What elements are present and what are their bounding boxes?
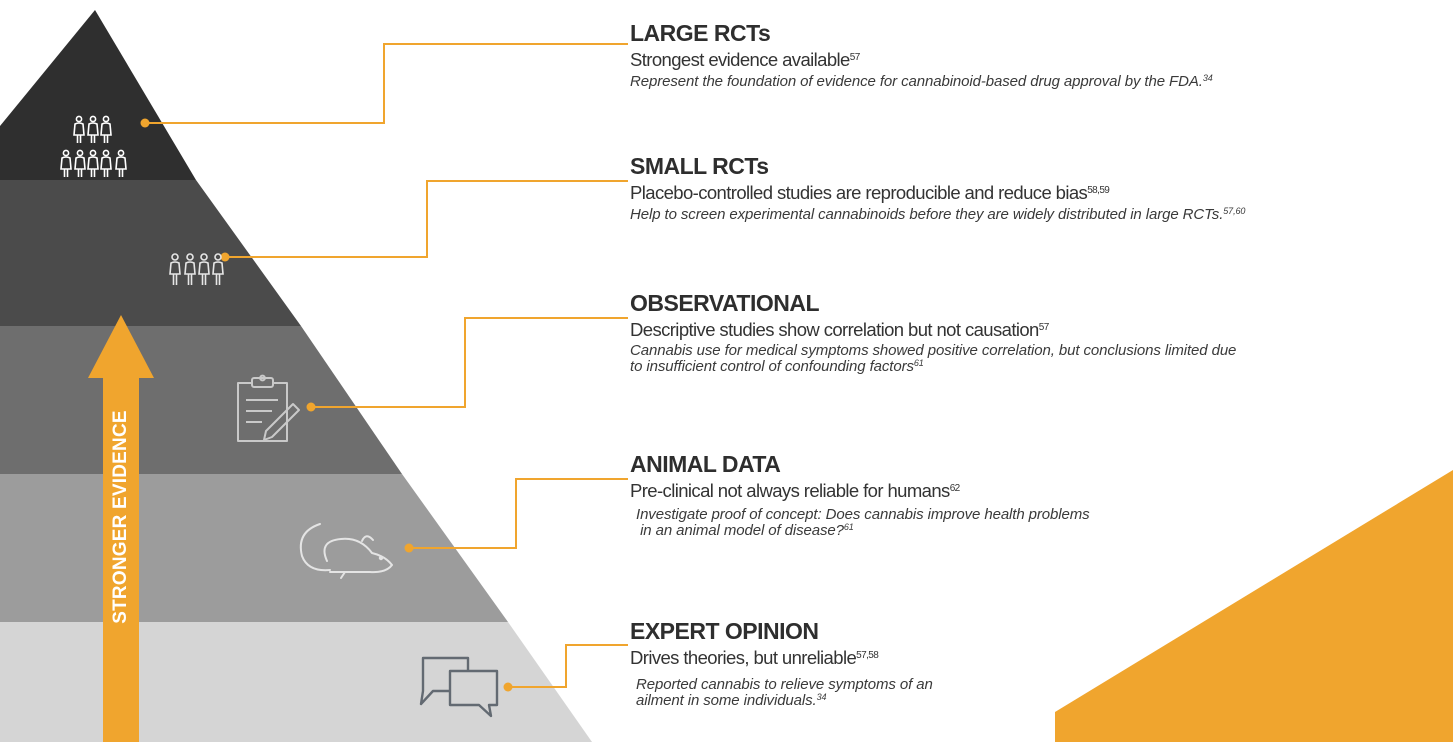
connector-dot-observational bbox=[306, 402, 316, 412]
speech-bubbles-icon bbox=[419, 656, 499, 718]
tier-band-expert-opinion bbox=[0, 622, 592, 742]
tier-subtitle: Drives theories, but unreliable57,58 bbox=[630, 647, 879, 668]
connector-expert-opinion bbox=[508, 644, 628, 688]
connector-dot-large-rcts bbox=[140, 118, 150, 128]
tier-title: SMALL RCTs bbox=[630, 153, 769, 179]
tier-band-large-rcts bbox=[0, 10, 196, 180]
tier-animal-data: ANIMAL DATA Pre-clinical not always reli… bbox=[630, 451, 1090, 539]
tier-note: Represent the foundation of evidence for… bbox=[630, 73, 1213, 90]
tier-subtitle: Pre-clinical not always reliable for hum… bbox=[630, 480, 960, 501]
tier-subtitle: Descriptive studies show correlation but… bbox=[630, 319, 1049, 340]
tier-note: Cannabis use for medical symptoms showed… bbox=[630, 342, 1237, 375]
tier-small-rcts: SMALL RCTs Placebo-controlled studies ar… bbox=[630, 153, 1245, 223]
stronger-evidence-arrow bbox=[88, 315, 154, 742]
tier-title: LARGE RCTs bbox=[630, 20, 771, 46]
tier-subtitle: Placebo-controlled studies are reproduci… bbox=[630, 182, 1110, 203]
mouse-icon bbox=[299, 523, 393, 579]
tier-band-small-rcts bbox=[0, 180, 301, 326]
tier-note: Reported cannabis to relieve symptoms of… bbox=[636, 676, 933, 709]
stronger-evidence-label: STRONGER EVIDENCE bbox=[110, 410, 131, 624]
tier-title: OBSERVATIONAL bbox=[630, 290, 820, 316]
connector-dot-expert-opinion bbox=[503, 682, 513, 692]
connector-large-rcts bbox=[145, 43, 628, 124]
connector-observational bbox=[311, 317, 628, 408]
connector-dot-animal-data bbox=[404, 543, 414, 553]
connector-dot-small-rcts bbox=[220, 252, 230, 262]
accent-triangle bbox=[1055, 470, 1453, 742]
tier-note: Help to screen experimental cannabinoids… bbox=[630, 206, 1246, 223]
connector-animal-data bbox=[409, 478, 628, 549]
tier-title: EXPERT OPINION bbox=[630, 618, 819, 644]
tier-title: ANIMAL DATA bbox=[630, 451, 781, 477]
tier-expert-opinion: EXPERT OPINION Drives theories, but unre… bbox=[630, 618, 933, 709]
tier-band-observational bbox=[0, 326, 402, 474]
clipboard-pencil-icon bbox=[237, 374, 300, 442]
connector-small-rcts bbox=[225, 180, 628, 258]
tier-note: Investigate proof of concept: Does canna… bbox=[636, 506, 1090, 539]
tier-observational: OBSERVATIONAL Descriptive studies show c… bbox=[630, 290, 1236, 375]
tier-large-rcts: LARGE RCTs Strongest evidence available5… bbox=[630, 20, 1213, 90]
tier-subtitle: Strongest evidence available57 bbox=[630, 49, 860, 70]
